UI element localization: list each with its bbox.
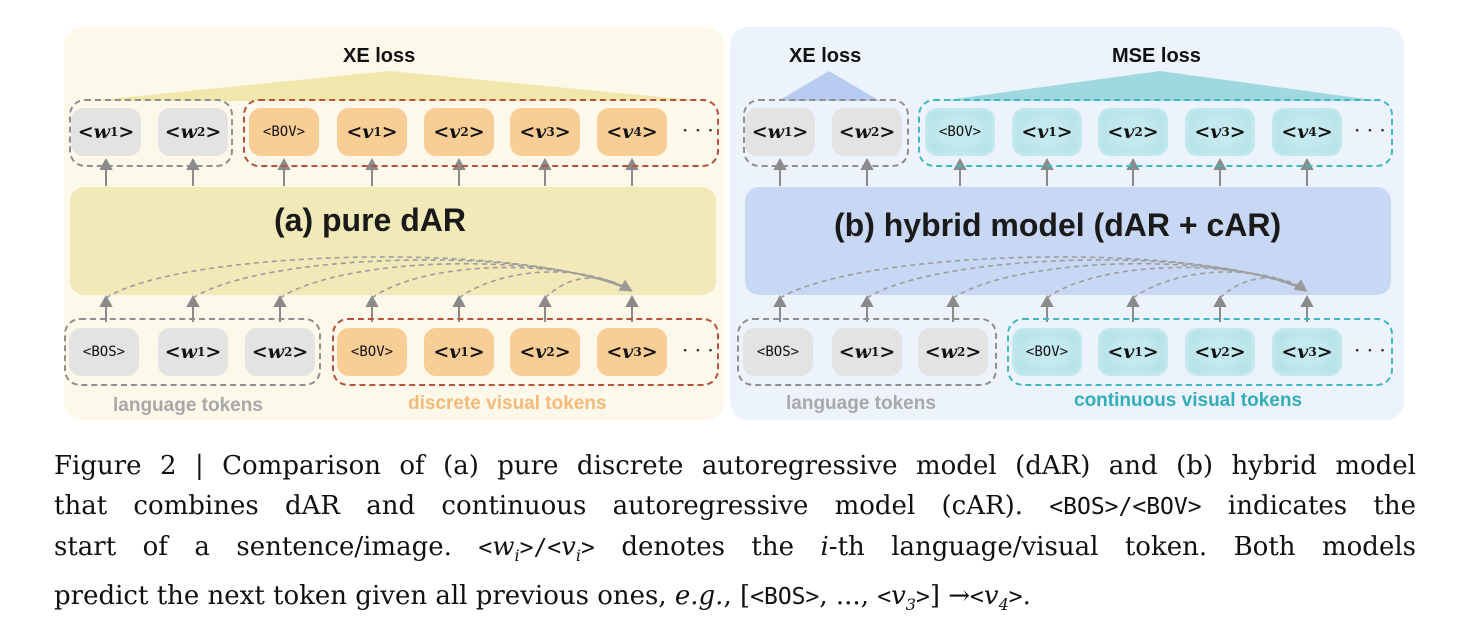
mse-loss-label-b: MSE loss — [1112, 45, 1201, 67]
mse-loss-fan-b — [940, 71, 1380, 101]
model-box-pure-dar — [70, 187, 716, 295]
caption-text: , ..., — [819, 581, 878, 612]
figure-caption: Figure 2 | Comparison of (a) pure discre… — [54, 446, 1416, 625]
discrete-visual-tokens-label: discrete visual tokens — [408, 393, 607, 414]
caption-var: vi — [561, 532, 581, 566]
output-language-group-b — [743, 99, 909, 167]
model-title-b: (b) hybrid model (dAR + cAR) — [834, 207, 1282, 243]
xe-loss-fan-b — [778, 71, 880, 101]
caption-code: >/< — [519, 535, 562, 561]
caption-line-2: that combines dAR and continuous autoreg… — [54, 486, 1416, 527]
token-bos: <BOS> — [743, 328, 813, 376]
caption-code: > — [580, 535, 595, 561]
caption-text: . — [1022, 581, 1031, 612]
caption-code: <BOS> — [750, 584, 820, 611]
caption-text: start of a sentence/image. — [54, 532, 479, 562]
token-bos: <BOS> — [69, 328, 139, 376]
caption-text: predict the next token given all previou… — [54, 581, 675, 612]
caption-line-1: Figure 2 | Comparison of (a) pure discre… — [54, 446, 1416, 486]
input-visual-group-a — [332, 318, 719, 386]
token-bov: <BOV> — [925, 108, 995, 156]
attention-curves-a — [105, 256, 633, 299]
attention-curves-b — [779, 256, 1308, 299]
caption-code: <BOS>/<BOV> — [1049, 494, 1202, 520]
caption-code-wi: < — [478, 535, 493, 561]
model-title-a: (a) pure dAR — [274, 202, 466, 238]
caption-code: < — [877, 584, 892, 611]
output-visual-group-b — [918, 99, 1393, 167]
caption-line-4: predict the next token given all previou… — [54, 576, 1416, 625]
caption-var: i — [820, 532, 829, 562]
ellipsis: · · · — [1354, 118, 1386, 142]
caption-text: that combines dAR and continuous autoreg… — [54, 491, 1050, 521]
caption-text: -th language/visual token. Both models — [828, 532, 1416, 562]
caption-var: v4 — [983, 581, 1009, 615]
caption-eg: e.g. — [674, 581, 724, 612]
xe-loss-label-b: XE loss — [789, 45, 862, 67]
caption-code: > — [915, 584, 930, 611]
ellipsis: · · · — [682, 118, 714, 142]
caption-text: indicates the — [1201, 491, 1416, 521]
token-bov: <BOV> — [1012, 328, 1082, 376]
model-box-hybrid — [745, 187, 1391, 295]
ellipsis: · · · — [682, 338, 714, 362]
caption-text: , [ — [723, 581, 751, 612]
input-language-group-a — [64, 318, 321, 386]
language-tokens-label-a: language tokens — [113, 395, 263, 416]
language-tokens-label-b: language tokens — [786, 393, 936, 414]
input-visual-group-b — [1007, 318, 1393, 386]
caption-var: wi — [492, 532, 520, 566]
ellipsis: · · · — [1354, 338, 1386, 362]
xe-loss-label-a: XE loss — [343, 45, 416, 67]
input-language-group-b — [737, 318, 997, 386]
caption-text: Figure 2 | Comparison of (a) pure discre… — [54, 451, 1416, 481]
caption-code: > — [1008, 584, 1023, 611]
xe-loss-fan-a — [88, 71, 702, 101]
output-language-group-a — [69, 99, 233, 167]
caption-code: < — [970, 584, 984, 611]
output-visual-group-a — [243, 99, 719, 167]
caption-line-3: start of a sentence/image. <wi>/<vi> den… — [54, 527, 1416, 576]
caption-text: denotes the — [594, 532, 821, 562]
continuous-visual-tokens-label: continuous visual tokens — [1074, 390, 1303, 411]
token-bov: <BOV> — [337, 328, 407, 376]
token-bov: <BOV> — [249, 108, 319, 156]
caption-var: v3 — [891, 581, 916, 615]
caption-text: ] → — [929, 581, 971, 612]
